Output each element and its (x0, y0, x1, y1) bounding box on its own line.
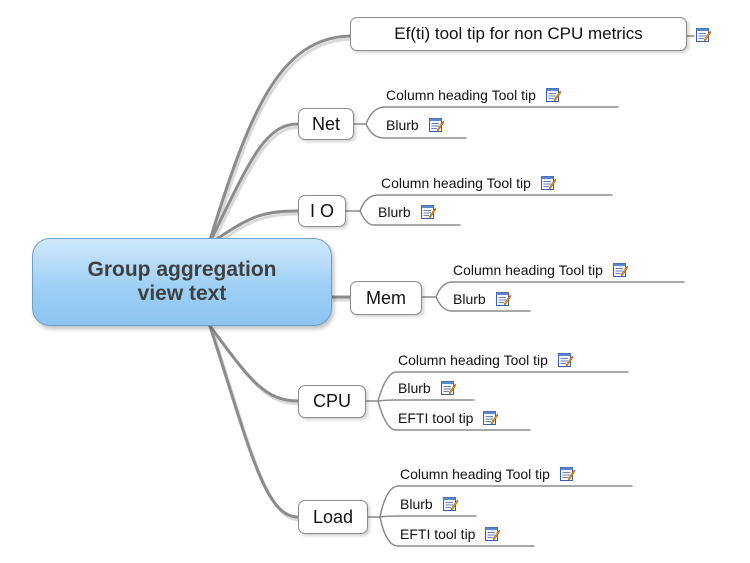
leaf-load-efti-tooltip[interactable]: EFTI tool tip (400, 523, 501, 545)
note-icon[interactable] (484, 526, 501, 542)
top-note-label: Ef(ti) tool tip for non CPU metrics (394, 24, 643, 43)
note-icon[interactable] (545, 87, 561, 103)
leaf-label: Column heading Tool tip (453, 262, 603, 278)
note-icon[interactable] (482, 410, 499, 426)
branch-io[interactable]: I O (298, 195, 346, 227)
leaf-connectors (345, 35, 695, 547)
leaf-load-column-heading[interactable]: Column heading Tool tip (400, 463, 575, 485)
note-icon[interactable] (440, 380, 456, 396)
note-icon[interactable] (540, 175, 556, 191)
leaf-label: Blurb (398, 380, 431, 396)
branch-io-label: I O (309, 200, 334, 221)
main-branches (208, 34, 352, 519)
branch-mem-label: Mem (366, 287, 406, 308)
root-topic[interactable]: Group aggregation view text (32, 238, 332, 326)
branch-cpu-label: CPU (312, 391, 351, 411)
leaf-label: Blurb (378, 204, 411, 220)
leaf-cpu-efti-tooltip[interactable]: EFTI tool tip (398, 407, 499, 429)
top-note-topic[interactable]: Ef(ti) tool tip for non CPU metrics (350, 17, 687, 51)
branch-load[interactable]: Load (298, 500, 368, 534)
note-icon[interactable] (420, 204, 436, 220)
leaf-label: Blurb (400, 496, 433, 512)
branch-mem[interactable]: Mem (350, 281, 422, 315)
branch-net-label: Net (311, 113, 340, 134)
note-icon[interactable] (557, 352, 573, 368)
branch-line-cpu (208, 324, 300, 403)
branch-line-top-note (208, 34, 352, 242)
note-icon[interactable] (695, 27, 711, 43)
leaf-label: Column heading Tool tip (381, 175, 531, 191)
leaf-net-blurb[interactable]: Blurb (386, 114, 444, 136)
branch-net[interactable]: Net (298, 108, 354, 140)
leaf-label: EFTI tool tip (400, 526, 476, 542)
branch-cpu[interactable]: CPU (298, 385, 366, 418)
leaf-mem-blurb[interactable]: Blurb (453, 288, 511, 310)
leaf-label: Blurb (453, 291, 486, 307)
leaf-mem-column-heading[interactable]: Column heading Tool tip (453, 259, 628, 281)
root-topic-line-1: Group aggregation (87, 258, 277, 281)
leaf-io-column-heading[interactable]: Column heading Tool tip (381, 172, 556, 194)
leaf-label: Column heading Tool tip (398, 352, 548, 368)
root-topic-line-2: view text (137, 282, 227, 305)
branch-line-load (208, 324, 300, 519)
branch-load-label: Load (312, 506, 354, 527)
leaf-label: Column heading Tool tip (386, 87, 536, 103)
note-icon[interactable] (559, 466, 575, 482)
leaf-label: Blurb (386, 117, 419, 133)
leaf-label: Column heading Tool tip (400, 466, 550, 482)
leaf-net-column-heading[interactable]: Column heading Tool tip (386, 84, 561, 106)
leaf-cpu-blurb[interactable]: Blurb (398, 377, 456, 399)
note-icon[interactable] (612, 262, 628, 278)
leaf-load-blurb[interactable]: Blurb (400, 493, 458, 515)
leaf-io-blurb[interactable]: Blurb (378, 201, 436, 223)
branch-line-net (208, 122, 300, 244)
leaf-cpu-column-heading[interactable]: Column heading Tool tip (398, 349, 573, 371)
note-icon[interactable] (428, 117, 444, 133)
branch-line-io (208, 209, 300, 246)
note-icon[interactable] (442, 496, 458, 512)
leaf-label: EFTI tool tip (398, 410, 474, 426)
note-icon[interactable] (495, 291, 511, 307)
